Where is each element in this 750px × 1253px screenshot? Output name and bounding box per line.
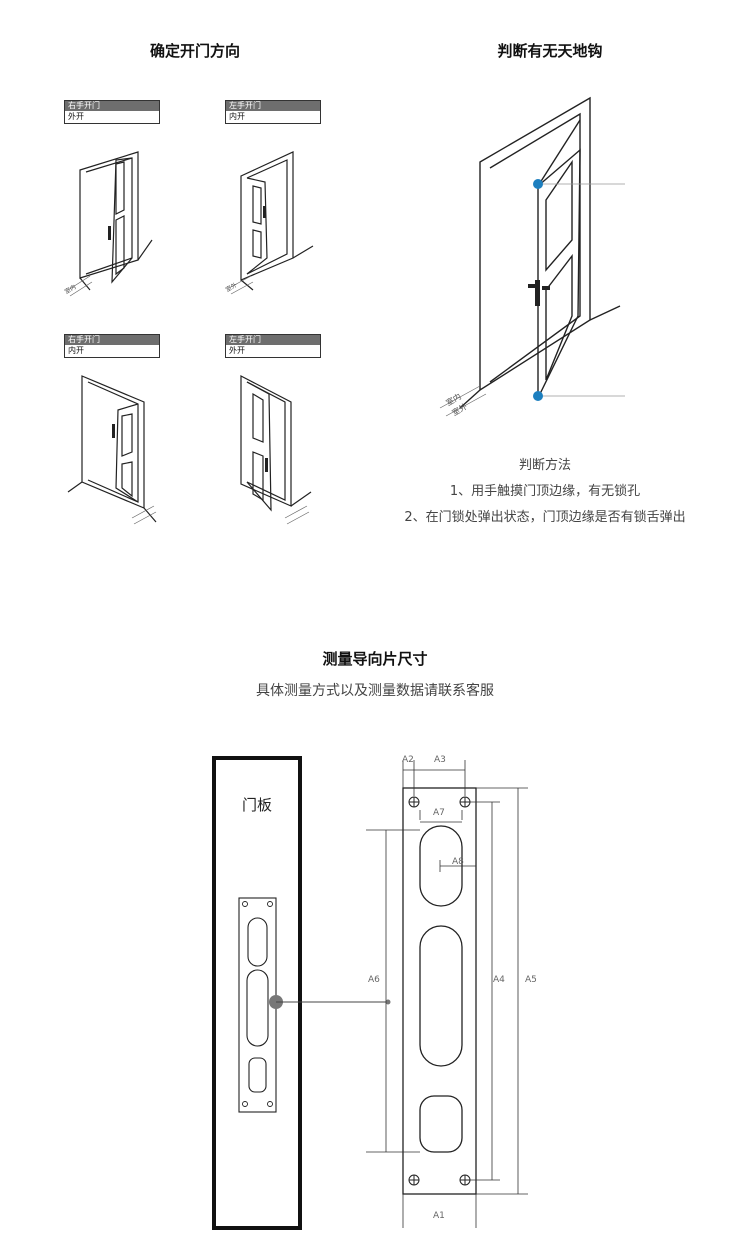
top-hook-dot: [533, 179, 543, 189]
method-title: 判断方法: [518, 458, 571, 473]
door-tag-direction: 内开: [229, 112, 245, 121]
door-tag-1: 右手开门 外开: [64, 100, 160, 124]
door-tag-direction: 外开: [229, 346, 245, 355]
measure-subtitle: 具体测量方式以及测量数据请联系客服: [256, 683, 494, 699]
dim-a8: A8: [452, 857, 464, 867]
door-panel-label: 门板: [242, 796, 272, 814]
dim-a7: A7: [433, 808, 445, 818]
floor-label: 室外: [225, 281, 238, 294]
door-tag-side: 左手开门: [226, 335, 320, 345]
hook-check-title: 判断有无天地钩: [497, 42, 603, 60]
dim-a1: A1: [433, 1211, 445, 1221]
door-illustration-left-outward: [240, 375, 312, 525]
door-tag-3: 右手开门 内开: [64, 334, 160, 358]
method-line-1: 1、用手触摸门顶边缘，有无锁孔: [449, 484, 641, 499]
bottom-hook-dot: [533, 391, 543, 401]
door-tag-4: 左手开门 外开: [225, 334, 321, 358]
dim-a4: A4: [493, 975, 505, 985]
door-tag-side: 右手开门: [65, 335, 159, 345]
strike-plate-diagram: 门板: [212, 755, 537, 1230]
door-illustration-right-outward: 室内: [63, 151, 153, 297]
door-hook-illustration: 室内 室外: [439, 96, 625, 418]
dim-a2: A2: [402, 755, 414, 765]
dim-a6: A6: [368, 975, 380, 985]
door-illustration-right-inward: [67, 375, 157, 525]
door-tag-side: 左手开门: [226, 101, 320, 111]
door-tag-2: 左手开门 内开: [225, 100, 321, 124]
method-block: 判断方法 1、用手触摸门顶边缘，有无锁孔 2、在门锁处弹出状态，门顶边缘是否有锁…: [380, 453, 710, 531]
method-line-2: 2、在门锁处弹出状态，门顶边缘是否有锁舌弹出: [404, 510, 686, 525]
door-tag-direction: 外开: [68, 112, 84, 121]
measure-title: 测量导向片尺寸: [322, 650, 428, 668]
large-strike-plate: [402, 787, 477, 1195]
door-tag-side: 右手开门: [65, 101, 159, 111]
door-tag-direction: 内开: [68, 346, 84, 355]
floor-label: 室内: [63, 283, 77, 296]
dim-a5: A5: [525, 975, 537, 985]
door-direction-title: 确定开门方向: [149, 42, 240, 60]
door-panel: [212, 756, 302, 1230]
door-illustration-left-inward: 室外: [225, 151, 314, 295]
dim-a3: A3: [434, 755, 446, 765]
